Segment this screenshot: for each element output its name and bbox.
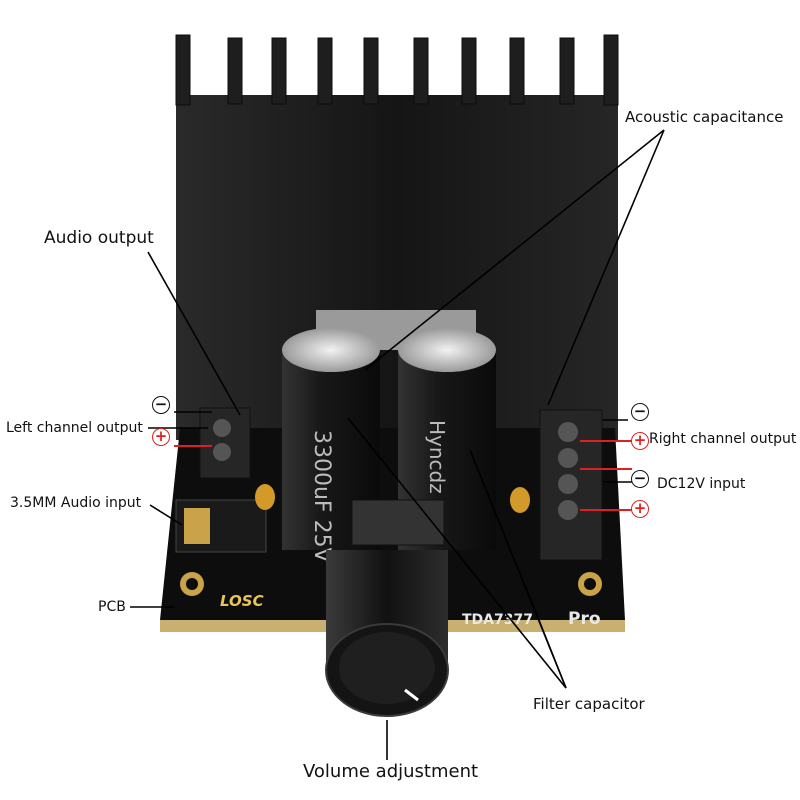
dc-negative-icon: −: [631, 470, 649, 488]
model-suffix-text: Pro: [568, 609, 601, 629]
label-right-channel-output: Right channel output: [649, 431, 797, 447]
right-capacitor-print: Hyncdz: [425, 420, 449, 494]
label-dc12v-input: DC12V input: [657, 476, 746, 492]
label-filter-capacitor: Filter capacitor: [533, 695, 645, 713]
brand-logo-text: LOSC: [220, 592, 264, 610]
model-text: TDA7377: [462, 612, 533, 628]
heatsink: [175, 34, 619, 440]
small-capacitor-left: [255, 484, 275, 510]
left-positive-icon: +: [152, 428, 170, 446]
right-positive-icon: +: [631, 432, 649, 450]
label-audio-output: Audio output: [44, 228, 154, 248]
right-negative-icon: −: [631, 403, 649, 421]
positive-wire-lines: [174, 440, 632, 511]
leader-lines: [130, 129, 665, 760]
volume-potentiometer: [325, 499, 449, 717]
label-left-channel-output: Left channel output: [6, 420, 143, 436]
audio-jack: [175, 499, 267, 553]
left-negative-icon: −: [152, 396, 170, 414]
left-capacitor-print: 3300uF 25V: [309, 430, 334, 563]
label-pcb: PCB: [98, 599, 126, 615]
label-audio-input: 3.5MM Audio input: [10, 495, 142, 511]
left-terminal-block: [199, 407, 251, 479]
right-terminal-block: [539, 409, 603, 561]
label-volume-adjustment: Volume adjustment: [303, 761, 479, 782]
dc-positive-icon: +: [631, 500, 649, 518]
small-capacitor-right: [510, 487, 530, 513]
label-acoustic-capacitance: Acoustic capacitance: [625, 108, 784, 126]
